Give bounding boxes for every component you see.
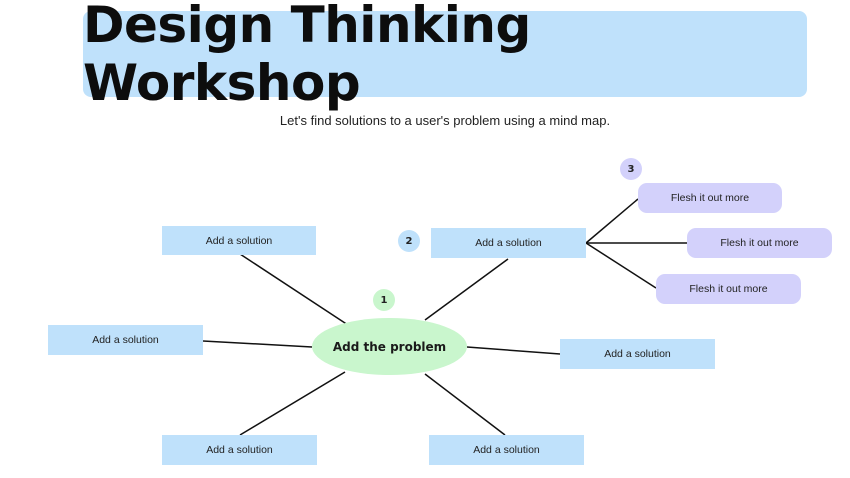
solution-box-right[interactable]: Add a solution bbox=[560, 339, 715, 369]
connector-flesh-3 bbox=[585, 242, 657, 289]
solution-box-bottom-left[interactable]: Add a solution bbox=[162, 435, 317, 465]
flesh-box-3[interactable]: Flesh it out more bbox=[656, 274, 801, 304]
step-badge-1: 1 bbox=[373, 289, 395, 311]
solution-box-top-right[interactable]: Add a solution bbox=[431, 228, 586, 258]
connector-flesh-1 bbox=[585, 198, 639, 244]
flesh-box-1[interactable]: Flesh it out more bbox=[638, 183, 782, 213]
title-banner: Design Thinking Workshop bbox=[83, 0, 807, 112]
problem-node[interactable]: Add the problem bbox=[312, 318, 467, 375]
connector-bottom-right bbox=[424, 373, 506, 436]
page-title: Design Thinking Workshop bbox=[83, 0, 531, 112]
solution-box-top-left[interactable]: Add a solution bbox=[162, 226, 316, 255]
step-badge-2: 2 bbox=[398, 230, 420, 252]
subtitle: Let's find solutions to a user's problem… bbox=[279, 113, 611, 128]
solution-box-left[interactable]: Add a solution bbox=[48, 325, 203, 355]
connector-top-right bbox=[424, 258, 509, 321]
flesh-box-2[interactable]: Flesh it out more bbox=[687, 228, 832, 258]
connector-right bbox=[466, 346, 561, 355]
solution-box-bottom-right[interactable]: Add a solution bbox=[429, 435, 584, 465]
connector-top-left bbox=[239, 253, 349, 326]
step-badge-3: 3 bbox=[620, 158, 642, 180]
connector-left bbox=[202, 340, 313, 348]
connector-bottom-left bbox=[239, 371, 346, 436]
